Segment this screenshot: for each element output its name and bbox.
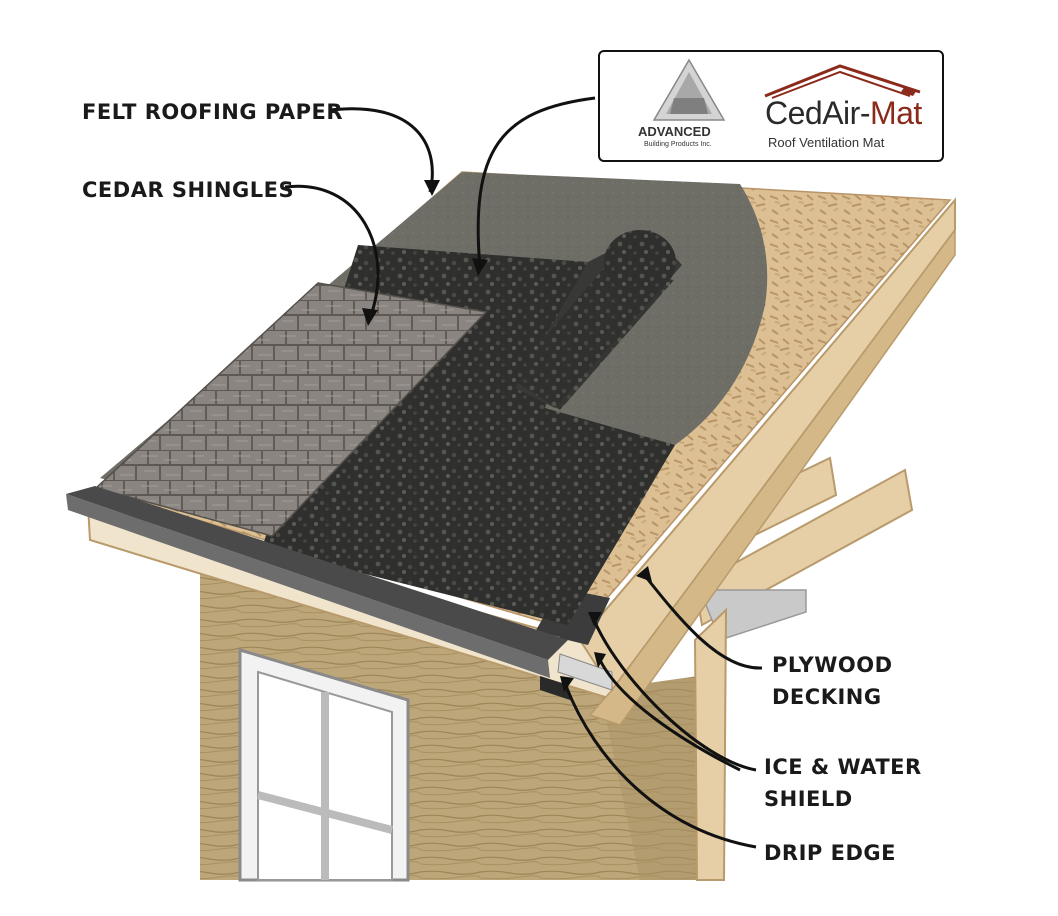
advanced-sub: Building Products Inc. — [644, 141, 712, 148]
cedair-wordmark: CedAir-Mat — [765, 95, 922, 132]
mat-arrow — [476, 96, 596, 269]
drip-arrow — [564, 685, 757, 849]
gutter — [66, 486, 613, 700]
drip-edge-label: DRIP EDGE — [764, 841, 896, 865]
window — [238, 647, 410, 882]
plywood-label: PLYWOOD — [772, 653, 893, 677]
arrowheads — [362, 180, 652, 692]
advanced-name: ADVANCED — [638, 124, 711, 139]
ice-arrow — [592, 619, 757, 772]
plywood-arrow — [640, 571, 763, 670]
cedar-shingles-label: CEDAR SHINGLES — [82, 178, 295, 202]
logo-box: ADVANCED Building Products Inc. CedAir-M… — [598, 50, 944, 162]
cedair-main-text: CedAir- — [765, 95, 870, 131]
mat-roll — [510, 230, 682, 410]
cedar-arrow — [284, 184, 380, 319]
decking-label: DECKING — [772, 685, 882, 709]
ice-arrow-2 — [598, 659, 741, 772]
cedair-roof-icon — [764, 64, 921, 99]
corner-trim — [693, 607, 728, 881]
cedair-accent-text: Mat — [869, 95, 922, 131]
leader-arrows — [284, 96, 763, 849]
shield-label: SHIELD — [764, 787, 853, 811]
felt-roofing-paper-label: FELT ROOFING PAPER — [82, 100, 344, 124]
advanced-logo-icon — [652, 58, 726, 121]
ice-water-label: ICE & WATER — [764, 755, 922, 779]
cedar-shingles — [94, 282, 488, 537]
cedair-sub: Roof Ventilation Mat — [768, 135, 885, 150]
felt-arrow — [329, 107, 434, 193]
